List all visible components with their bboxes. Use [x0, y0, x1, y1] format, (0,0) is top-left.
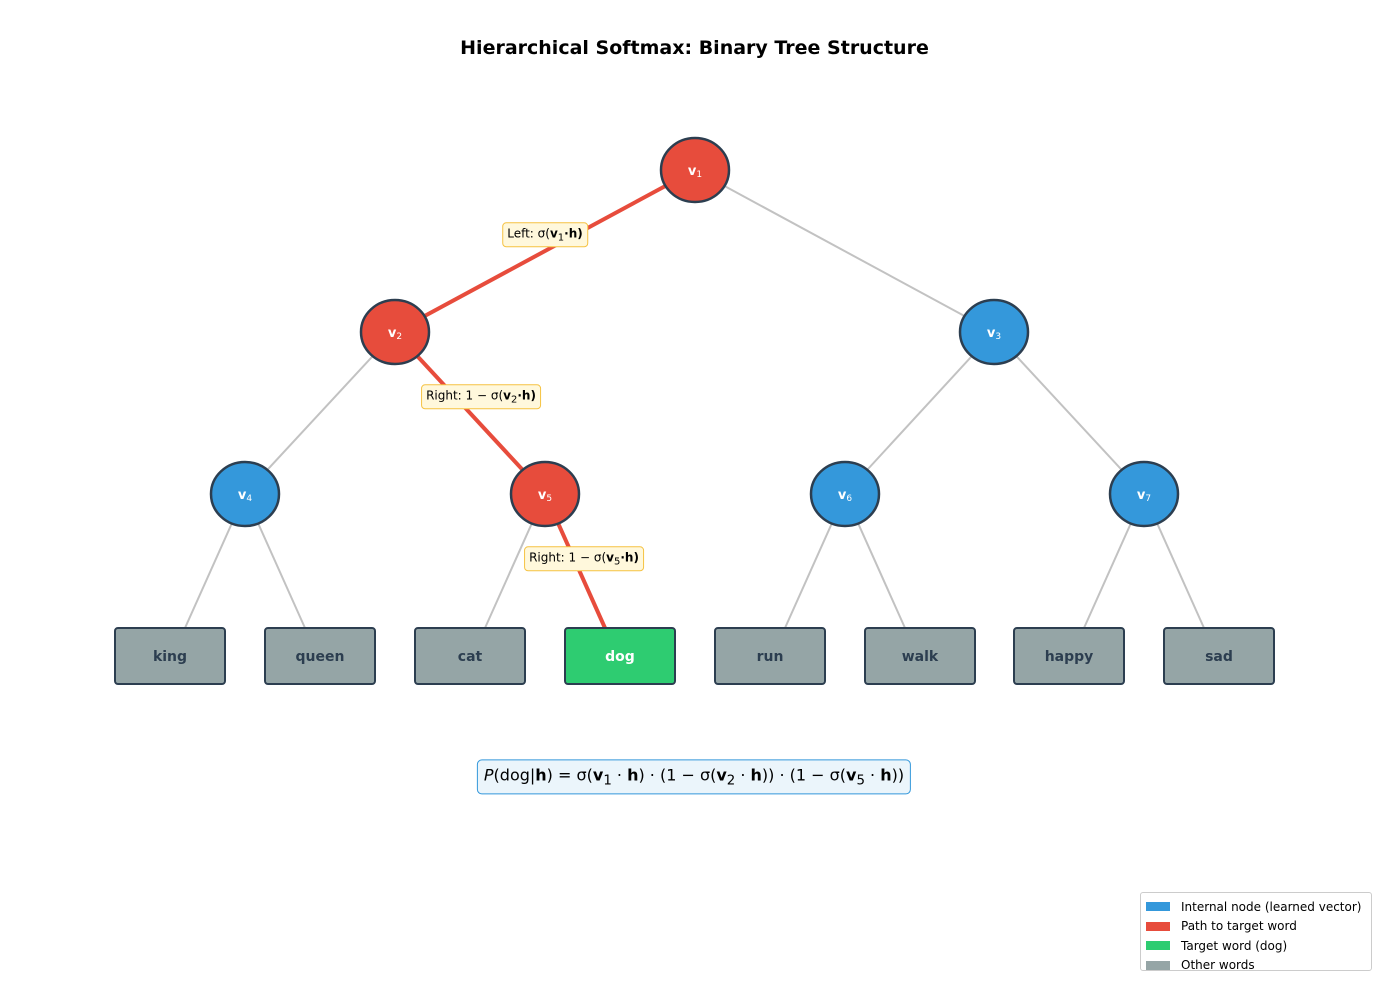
edge-label-right-v2: Right: 1 − σ(v2·h) — [421, 384, 541, 410]
leaf-label-cat: cat — [458, 649, 483, 665]
legend-item-internal: Internal node (learned vector) — [1146, 897, 1371, 917]
leaf-label-king: king — [153, 649, 187, 665]
edge-v2-v5 — [393, 330, 547, 496]
edge-label-left-v1: Left: σ(v1·h) — [502, 222, 588, 248]
leaf-label-sad: sad — [1205, 649, 1233, 665]
leaf-label-run: run — [757, 649, 784, 665]
leaf-label-walk: walk — [902, 649, 939, 665]
edge-v3-v6 — [844, 331, 995, 495]
node-v5 — [509, 460, 581, 528]
node-v6 — [809, 460, 881, 528]
leaf-queen — [264, 627, 376, 685]
leaf-dog — [564, 627, 676, 685]
edge-v1-v3 — [694, 169, 995, 333]
legend-item-target: Target word (dog) — [1146, 936, 1371, 956]
leaf-label-dog: dog — [605, 649, 635, 665]
node-v1 — [659, 136, 731, 204]
legend-swatch — [1146, 960, 1170, 970]
edge-v1-v2 — [394, 168, 696, 334]
node-v7 — [1108, 460, 1180, 528]
diagram-title: Hierarchical Softmax: Binary Tree Struct… — [460, 37, 929, 59]
edge-label-right-v5: Right: 1 − σ(v5·h) — [524, 546, 644, 572]
legend-swatch — [1146, 902, 1170, 912]
leaf-run — [714, 627, 826, 685]
legend-swatch — [1146, 941, 1170, 951]
legend-label: Other words — [1181, 958, 1255, 973]
legend-label: Internal node (learned vector) — [1181, 899, 1362, 914]
legend-swatch — [1146, 921, 1170, 931]
legend: Internal node (learned vector) Path to t… — [1140, 892, 1372, 972]
legend-item-path: Path to target word — [1146, 917, 1371, 937]
leaf-label-queen: queen — [296, 649, 345, 665]
leaf-sad — [1163, 627, 1275, 685]
leaf-cat — [414, 627, 526, 685]
leaf-king — [114, 627, 226, 685]
legend-label: Target word (dog) — [1181, 938, 1288, 953]
node-v2 — [359, 298, 431, 366]
legend-label: Path to target word — [1181, 919, 1297, 934]
leaf-happy — [1013, 627, 1125, 685]
node-v4 — [209, 460, 281, 528]
probability-formula: P(dog|h) = σ(v1 · h) · (1 − σ(v2 · h)) ·… — [476, 759, 912, 795]
leaf-label-happy: happy — [1045, 649, 1094, 665]
edge-v3-v7 — [993, 331, 1145, 495]
leaf-walk — [864, 627, 976, 685]
legend-item-other: Other words — [1146, 956, 1371, 976]
node-v3 — [958, 298, 1030, 366]
edge-v2-v4 — [244, 331, 396, 495]
